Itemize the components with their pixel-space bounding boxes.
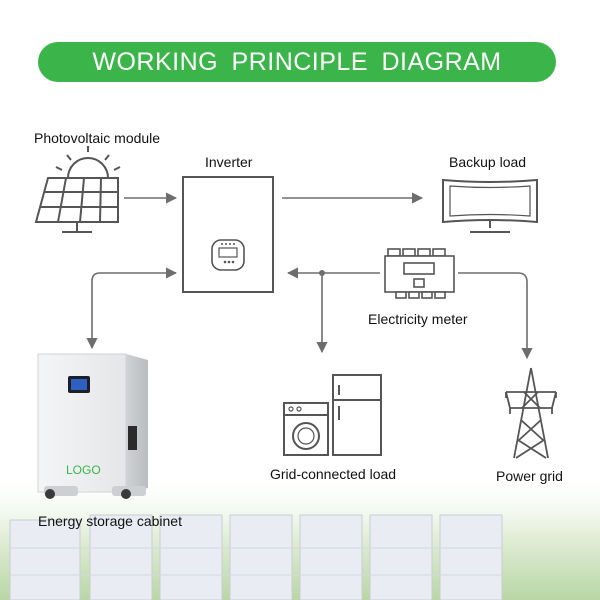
bg-panel: [369, 514, 433, 600]
arrow-inverter-storage: [86, 267, 178, 350]
cabinet-logo: LOGO: [66, 463, 101, 477]
pv-label: Photovoltaic module: [34, 130, 161, 146]
bg-panel: [439, 514, 503, 600]
diagram-title: WORKING PRINCIPLE DIAGRAM: [92, 47, 502, 76]
bg-panel-grid: [10, 547, 502, 576]
bg-panel: [159, 514, 223, 600]
title-banner: WORKING PRINCIPLE DIAGRAM: [38, 42, 556, 82]
storage-label: Energy storage cabinet: [38, 513, 182, 529]
power-grid-label: Power grid: [496, 468, 563, 484]
bg-panel: [89, 514, 153, 600]
fridge-icon: [332, 374, 382, 456]
arrow-meter-to-power-grid: [458, 272, 533, 360]
background-solar-panels: [9, 514, 503, 600]
junction-dot: [319, 270, 325, 276]
inverter-label: Inverter: [205, 154, 253, 170]
bg-panel: [299, 514, 363, 600]
backup-load-label: Backup load: [449, 154, 527, 170]
inverter-box: [182, 176, 274, 293]
bg-panel: [229, 514, 293, 600]
washer-icon: [283, 402, 329, 456]
grid-load-label: Grid-connected load: [270, 466, 397, 482]
bg-panel: [9, 519, 81, 600]
meter-label: Electricity meter: [368, 311, 468, 327]
